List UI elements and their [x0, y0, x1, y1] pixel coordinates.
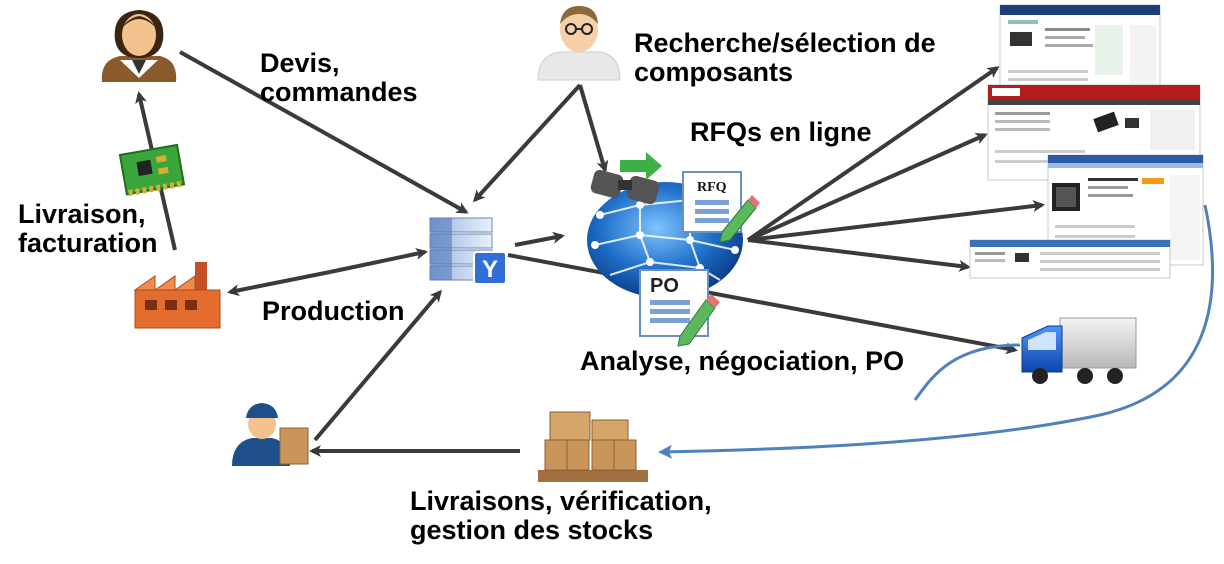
engineer-icon — [537, 6, 621, 81]
label-production: Production — [262, 297, 405, 326]
arrow-rfq-to-site-2 — [747, 133, 988, 242]
website-4 — [969, 239, 1171, 279]
po-badge-text: PO — [650, 275, 679, 297]
arrow-worker-to-hub — [313, 289, 442, 442]
customer-icon — [101, 10, 177, 82]
arrow-hub-to-truck — [507, 253, 1018, 355]
label-livraisons-line-1: Livraisons, vérification, — [410, 486, 712, 516]
arrow-rfq-to-site-3 — [747, 200, 1045, 242]
label-devis-line-1: Devis, — [260, 48, 340, 78]
label-livraison-line-1: Livraison, — [18, 199, 146, 229]
label-recherche-line-2: composants — [634, 57, 794, 87]
truck-icon — [1021, 317, 1137, 384]
circuit-board-icon — [118, 143, 186, 197]
rfq-document-icon: RFQ — [682, 171, 760, 243]
label-livraisons-verification: Livraisons, vérification, gestion des st… — [410, 487, 712, 545]
server-hub-icon: Y — [429, 217, 507, 285]
label-livraison-line-2: facturation — [18, 228, 158, 258]
arrow-hub-to-globe — [514, 231, 565, 247]
label-rfqs-en-ligne: RFQs en ligne — [690, 118, 872, 147]
arrow-rfq-to-site-4 — [747, 238, 971, 272]
label-devis-line-2: commandes — [260, 77, 418, 107]
label-livraison-facturation: Livraison, facturation — [18, 200, 158, 258]
label-recherche-line-1: Recherche/sélection de — [634, 28, 936, 58]
arrow-engineer-to-binoculars — [578, 84, 609, 173]
warehouse-worker-icon — [232, 403, 309, 466]
boxes-pallet-icon — [538, 411, 648, 482]
website-screenshot-icon — [969, 4, 1204, 279]
label-devis-commandes: Devis, commandes — [260, 49, 418, 107]
po-document-icon: PO — [639, 269, 720, 347]
label-production-text: Production — [262, 296, 405, 326]
website-1 — [999, 4, 1161, 98]
arrow-rfq-to-site-1 — [746, 66, 1000, 242]
label-livraisons-line-2: gestion des stocks — [410, 515, 654, 545]
label-analyse-negociation-po: Analyse, négociation, PO — [580, 347, 904, 376]
arrow-factory-to-hub — [329, 247, 428, 274]
label-recherche-selection: Recherche/sélection de composants — [634, 29, 936, 87]
factory-icon — [133, 262, 221, 329]
curve-sites-to-pallet — [658, 204, 1214, 459]
arrow-engineer-to-hub — [472, 83, 582, 203]
arrow-customer-to-hub — [179, 50, 469, 214]
binoculars-icon — [590, 152, 662, 205]
rfq-badge-text: RFQ — [697, 180, 727, 195]
label-rfqs-text: RFQs en ligne — [690, 117, 872, 147]
hub-badge-text: Y — [482, 256, 498, 283]
curve-truck-to-pallet — [913, 343, 1021, 401]
arrow-hub-to-factory — [227, 270, 331, 297]
label-analyse-text: Analyse, négociation, PO — [580, 346, 905, 376]
